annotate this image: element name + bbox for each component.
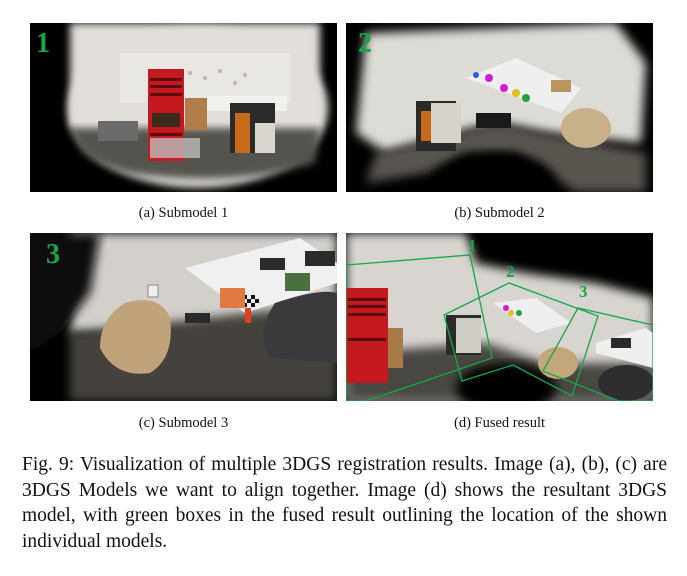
fused-label-1: 1 xyxy=(468,236,477,255)
fused-result-render xyxy=(346,233,653,401)
submodel-3-render xyxy=(30,233,337,401)
submodel-1-render xyxy=(30,23,337,192)
submodel-2-outline xyxy=(443,282,599,397)
subcaption-c: (c) Submodel 3 xyxy=(138,415,229,431)
fused-label-3: 3 xyxy=(579,282,588,301)
panel-b-image: 2 xyxy=(346,23,653,192)
panel-d-image: 1 2 3 xyxy=(346,233,653,401)
figure-caption: Fig. 9: Visualization of multiple 3DGS r… xyxy=(22,454,667,552)
overlay-number-3: 3 xyxy=(46,239,60,270)
fused-label-2: 2 xyxy=(506,262,515,281)
panel-c-image: 3 xyxy=(30,233,337,401)
submodel-3-outline xyxy=(542,307,653,401)
submodel-2-render xyxy=(346,23,653,192)
submodel-1-outline xyxy=(346,254,493,401)
panel-a-image: 1 xyxy=(30,23,337,192)
overlay-number-1: 1 xyxy=(36,28,50,59)
subcaption-d: (d) Fused result xyxy=(453,415,545,431)
subcaption-a: (a) Submodel 1 xyxy=(138,205,229,221)
subcaption-b: (b) Submodel 2 xyxy=(454,205,545,221)
overlay-number-2: 2 xyxy=(358,28,372,59)
